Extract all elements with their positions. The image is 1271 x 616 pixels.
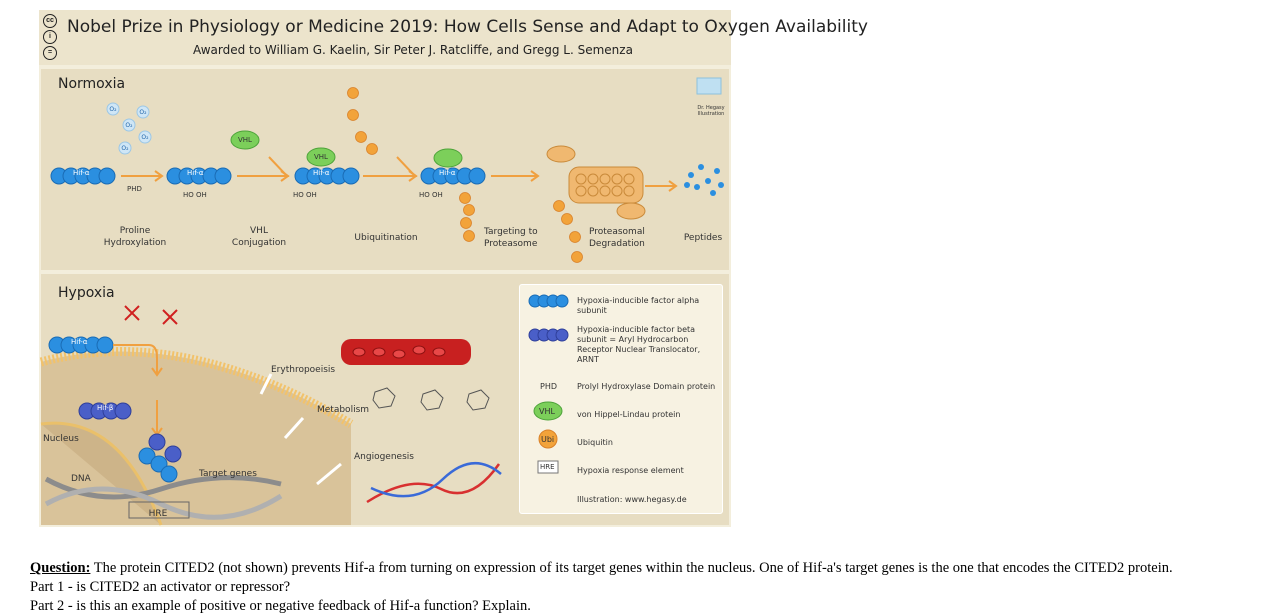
question-part2: Part 2 - is this an example of positive … bbox=[30, 598, 531, 614]
cc-license-icons: cc i = bbox=[43, 14, 59, 62]
hypoxia-heading: Hypoxia bbox=[58, 285, 115, 301]
noderivs-icon: = bbox=[43, 46, 57, 60]
vhl-protein-icon bbox=[306, 147, 336, 167]
blocked-oxygen-icon bbox=[124, 305, 178, 325]
proteasome-icon bbox=[546, 145, 646, 220]
proteasomal-degradation-label: Proteasomal Degradation bbox=[589, 227, 645, 249]
vhl-protein-icon bbox=[230, 130, 260, 150]
hif-complex-icon bbox=[138, 433, 182, 483]
title-band: cc i = Nobel Prize in Physiology or Medi… bbox=[39, 10, 868, 65]
o2-label: O₂ bbox=[125, 122, 133, 129]
attribution-icon: i bbox=[43, 30, 57, 44]
o2-label: O₂ bbox=[121, 145, 129, 152]
hif-beta-chain bbox=[78, 402, 132, 420]
hif-alpha-chain bbox=[420, 167, 486, 185]
legend-vhl: von Hippel-Lindau protein bbox=[577, 410, 681, 419]
hif-alpha-chain bbox=[294, 167, 360, 185]
process-arrows bbox=[121, 156, 678, 192]
oxygen-molecules bbox=[106, 102, 152, 155]
dna-icon bbox=[44, 475, 283, 520]
legend-hre: Hypoxia response element bbox=[577, 466, 684, 475]
legend-phd: Prolyl Hydroxylase Domain protein bbox=[577, 382, 716, 391]
legend-ubiquitin: Ubiquitin bbox=[577, 438, 613, 447]
ubiquitin-icons bbox=[347, 87, 583, 263]
metabolism-label: Metabolism bbox=[317, 405, 370, 415]
legend-swatches bbox=[528, 294, 569, 474]
hegasy-logo bbox=[696, 77, 722, 95]
normoxia-heading: Normoxia bbox=[58, 76, 126, 92]
vhl-label: VHL bbox=[314, 153, 328, 161]
legend-abbr-phd: PHD bbox=[540, 382, 557, 391]
normoxia-diagram: O₂ O₂ O₂ O₂ O₂ bbox=[50, 77, 724, 263]
legend-abbr-vhl: VHL bbox=[539, 407, 555, 416]
dna-label: DNA bbox=[71, 474, 91, 484]
blood-vessel-icon bbox=[341, 339, 471, 365]
erythropoeisis-label: Erythropoeisis bbox=[271, 365, 336, 375]
hif-alpha-chain bbox=[48, 336, 114, 354]
nucleus-label: Nucleus bbox=[43, 434, 79, 444]
proline-hydroxylation-label: Proline Hydroxylation bbox=[103, 226, 167, 248]
normoxia-panel: Normoxia O₂ O₂ O₂ O₂ O₂ bbox=[41, 69, 729, 270]
hydroxyl-label: HO OH bbox=[183, 191, 207, 199]
hydroxyl-label: HO OH bbox=[293, 191, 317, 199]
question-label: Question: bbox=[30, 560, 91, 576]
hif-alpha-label: Hif-α bbox=[313, 169, 330, 177]
angiogenesis-label: Angiogenesis bbox=[354, 452, 414, 462]
hre-label: HRE bbox=[148, 509, 168, 519]
hif-alpha-label: Hif-α bbox=[187, 169, 204, 177]
peptides-label: Peptides bbox=[683, 233, 723, 243]
legend-hif-beta: Hypoxia-inducible factor beta subunit = … bbox=[577, 325, 701, 364]
angiogenesis-icon bbox=[366, 461, 502, 504]
question-line: Question: The protein CITED2 (not shown)… bbox=[30, 559, 1173, 578]
hif-alpha-label: Hif-α bbox=[439, 169, 456, 177]
output-arrows bbox=[259, 373, 342, 486]
phd-label: PHD bbox=[127, 185, 142, 193]
vhl-protein-icon bbox=[433, 148, 463, 168]
question-text: The protein CITED2 (not shown) prevents … bbox=[90, 560, 1173, 576]
o2-label: O₂ bbox=[139, 109, 147, 116]
legend-abbr-hre: HRE bbox=[540, 463, 555, 471]
cell-membrane bbox=[39, 347, 354, 428]
hydroxyl-label: HO OH bbox=[419, 191, 443, 199]
legend-credit: Illustration: www.hegasy.de bbox=[577, 495, 687, 504]
figure-subtitle: Awarded to William G. Kaelin, Sir Peter … bbox=[193, 43, 633, 57]
figure: cc i = Nobel Prize in Physiology or Medi… bbox=[39, 10, 868, 527]
targeting-label: Targeting to Proteasome bbox=[484, 227, 538, 249]
legend: PHD VHL Ubi HRE Hypoxia-inducible factor… bbox=[519, 284, 723, 514]
peptides-icon bbox=[684, 164, 724, 196]
legend-hif-alpha: Hypoxia-inducible factor alpha subunit bbox=[577, 296, 700, 315]
hypoxia-panel: Hypoxia bbox=[39, 274, 729, 526]
o2-label: O₂ bbox=[141, 134, 149, 141]
hif-alpha-chain bbox=[50, 167, 116, 185]
question-part1: Part 1 - is CITED2 an activator or repre… bbox=[30, 579, 291, 595]
hre-box bbox=[128, 501, 190, 519]
signature-label: Dr. Hegasy Illustration bbox=[697, 105, 725, 117]
legend-abbr-ubi: Ubi bbox=[541, 435, 555, 444]
ubiquitination-label: Ubiquitination bbox=[354, 233, 418, 243]
question-block: Question: The protein CITED2 (not shown)… bbox=[30, 559, 1173, 616]
hif-alpha-label: Hif-α bbox=[71, 338, 88, 346]
hif-beta-label: Hif-β bbox=[97, 404, 114, 412]
glucose-icons bbox=[372, 387, 490, 411]
figure-title: Nobel Prize in Physiology or Medicine 20… bbox=[67, 17, 868, 37]
vhl-label: VHL bbox=[238, 136, 252, 144]
hif-alpha-label: Hif-α bbox=[73, 169, 90, 177]
hif-alpha-chain bbox=[166, 167, 232, 185]
hypoxia-diagram bbox=[39, 305, 502, 526]
cc-icon: cc bbox=[43, 14, 57, 28]
target-genes-label: Target genes bbox=[199, 469, 257, 479]
o2-label: O₂ bbox=[109, 106, 117, 113]
vhl-conjugation-label: VHL Conjugation bbox=[231, 226, 287, 248]
